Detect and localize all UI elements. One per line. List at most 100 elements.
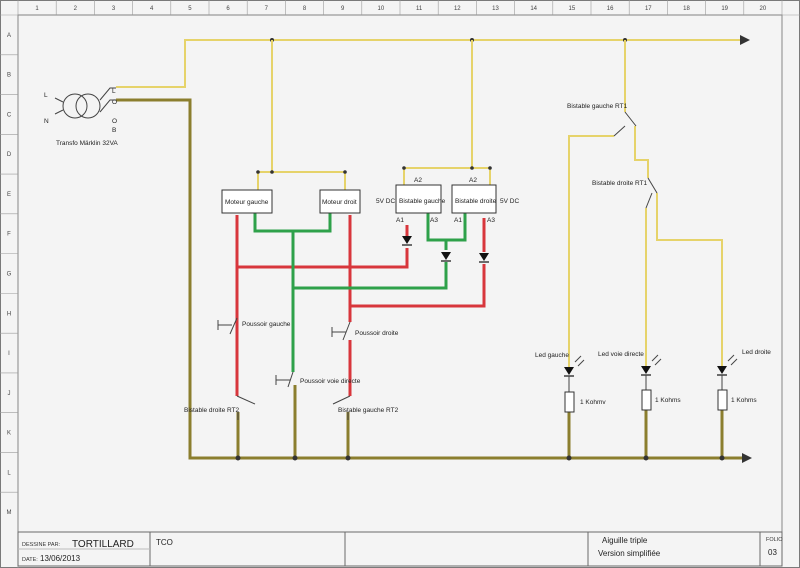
column-label: 20: [760, 6, 767, 12]
poussoir-gauche-label: Poussoir gauche: [242, 321, 291, 328]
column-label: 10: [378, 6, 385, 12]
transformer-out-o2: O: [112, 118, 117, 125]
bistable-droite-rt2-label: Bistable droite RT2: [184, 407, 240, 414]
drawn-by-label: DESSINE PAR:: [22, 542, 61, 548]
row-labels: A B C D E F G H I J K L M: [0, 33, 18, 516]
column-label: 13: [492, 6, 499, 12]
column-label: 8: [303, 6, 307, 12]
transformer-label: Transfo Märklin 32VA: [56, 140, 118, 147]
led-gauche: Led gauche: [535, 352, 585, 392]
diode-icon: [479, 253, 489, 261]
switch-bistable-gauche-rt2: Bistable gauche RT2: [332, 395, 399, 420]
transformer-out-l: L: [112, 88, 116, 95]
resistor-2-label: 1 Kohms: [655, 397, 681, 404]
led-icon: [641, 366, 651, 374]
motor-right: Moteur droit: [319, 189, 361, 214]
switch-poussoir-droite: Poussoir droite: [331, 321, 399, 341]
drawn-by-value: TORTILLARD: [72, 539, 134, 550]
project-name: TCO: [156, 538, 173, 547]
row-label: C: [7, 112, 12, 118]
column-label: 19: [721, 6, 728, 12]
resistor-3: 1 Kohms: [717, 389, 757, 411]
bistable-left-supply: 5V DC: [376, 198, 395, 205]
bistable-left-a3: A3: [430, 217, 438, 224]
folio-label: FOLIO: [766, 537, 783, 543]
motor-left: Moteur gauche: [221, 189, 273, 214]
led-voie-directe: Led voie directe: [598, 351, 662, 390]
row-label: A: [7, 33, 11, 39]
row-label: B: [7, 73, 11, 79]
bistable-right: Bistable droite A2 A1 A3 5V DC: [451, 177, 519, 224]
title-block: DESSINE PAR: TORTILLARD DATE: 13/06/2013…: [17, 531, 783, 567]
column-label: 9: [341, 6, 345, 12]
resistor-1: 1 Kohmv: [564, 391, 606, 413]
resistor-1-label: 1 Kohmv: [580, 399, 606, 406]
row-label: G: [7, 272, 12, 278]
row-label: D: [7, 152, 12, 158]
diodes: [402, 236, 489, 263]
switch-poussoir-voie-directe: Poussoir voie directe: [275, 371, 361, 388]
supply-wires: [116, 35, 750, 372]
column-label: 7: [265, 6, 269, 12]
column-label: 1: [35, 6, 39, 12]
column-label: 5: [188, 6, 192, 12]
column-label: 18: [683, 6, 690, 12]
transformer-out-b: B: [112, 127, 116, 134]
switch-bistable-droite-rt2: Bistable droite RT2: [184, 395, 256, 420]
led-droite: Led droite: [717, 349, 771, 390]
bistable-left-a1: A1: [396, 217, 404, 224]
resistor-3-label: 1 Kohms: [731, 397, 757, 404]
bistable-left-label: Bistable gauche: [399, 198, 446, 205]
transformer-in-l: L: [44, 92, 48, 99]
row-label: I: [8, 351, 10, 357]
column-label: 4: [150, 6, 154, 12]
resistor-2: 1 Kohms: [641, 389, 681, 411]
bistable-right-a2: A2: [469, 177, 477, 184]
column-label: 16: [607, 6, 614, 12]
column-label: 3: [112, 6, 116, 12]
poussoir-droite-label: Poussoir droite: [355, 330, 399, 337]
diode-icon: [402, 236, 412, 244]
folio-value: 03: [768, 548, 777, 557]
return-arrow-icon: [742, 453, 752, 463]
led-voie-directe-label: Led voie directe: [598, 351, 644, 358]
motor-right-label: Moteur droit: [322, 199, 357, 206]
row-label: K: [7, 431, 11, 437]
led-icon: [564, 367, 574, 375]
row-label: F: [7, 232, 11, 238]
row-label: H: [7, 311, 11, 317]
bistable-gauche-rt2-label: Bistable gauche RT2: [338, 407, 399, 414]
diode-icon: [441, 252, 451, 260]
switch-poussoir-gauche: Poussoir gauche: [217, 317, 291, 335]
bistable-right-label: Bistable droite: [455, 198, 497, 205]
bistable-right-a1: A1: [454, 217, 462, 224]
date-label: DATE:: [22, 557, 38, 563]
poussoir-voie-directe-label: Poussoir voie directe: [300, 378, 361, 385]
bistable-droite-rt1-label: Bistable droite RT1: [592, 180, 648, 187]
transformer-out-o1: O: [112, 99, 117, 106]
row-label: J: [8, 391, 11, 397]
bistable-left: Bistable gauche A2 A1 A3 5V DC: [376, 177, 446, 224]
bistable-right-a3: A3: [487, 217, 495, 224]
title-line2: Version simplifiée: [598, 549, 661, 558]
row-label: L: [7, 470, 11, 476]
title-line1: Aiguille triple: [602, 536, 648, 545]
led-droite-label: Led droite: [742, 349, 771, 356]
supply-arrow-icon: [740, 35, 750, 45]
row-label: M: [7, 510, 12, 516]
column-label: 14: [530, 6, 537, 12]
column-label: 15: [569, 6, 576, 12]
date-value: 13/06/2013: [40, 554, 81, 563]
row-label: E: [7, 192, 11, 198]
switch-bistable-gauche-rt1: Bistable gauche RT1: [567, 103, 637, 137]
column-label: 12: [454, 6, 461, 12]
column-label: 6: [226, 6, 230, 12]
column-label: 17: [645, 6, 652, 12]
transformer-in-n: N: [44, 118, 49, 125]
led-gauche-label: Led gauche: [535, 352, 569, 359]
switch-bistable-droite-rt1: Bistable droite RT1: [592, 177, 658, 209]
led-icon: [717, 366, 727, 374]
